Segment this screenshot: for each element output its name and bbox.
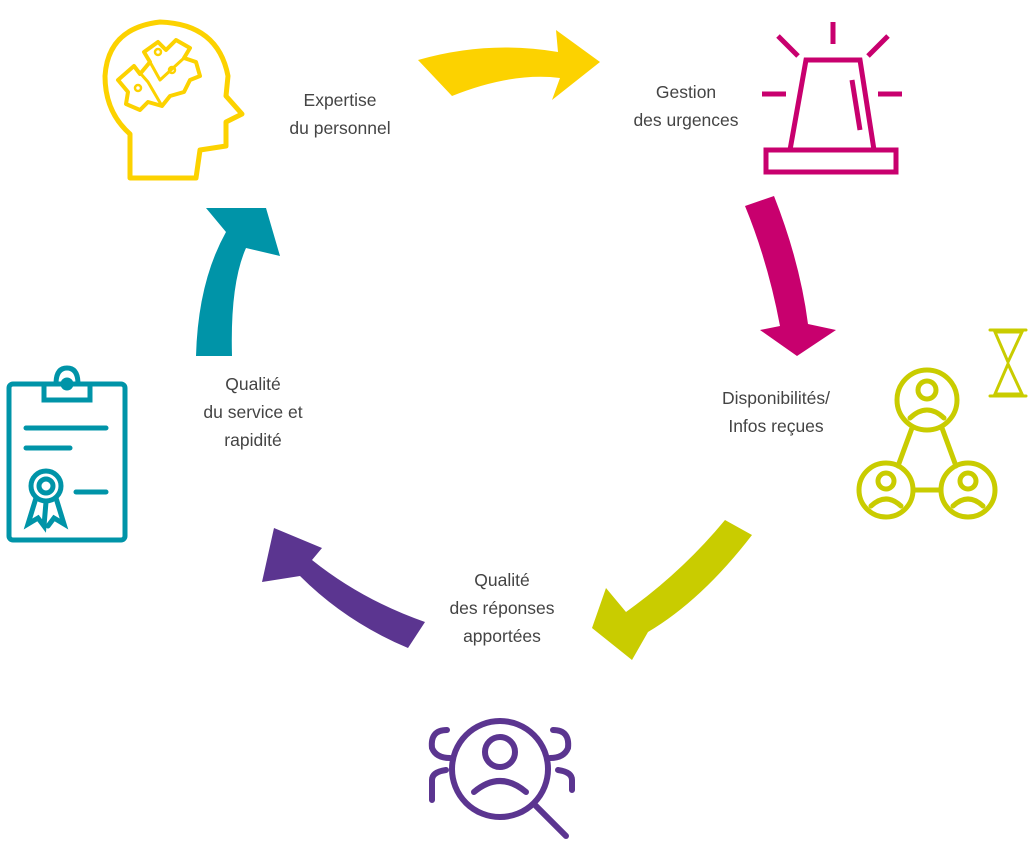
label-expertise-line-2: du personnel: [289, 118, 391, 138]
label-urgences-line-1: Gestion: [655, 82, 717, 102]
label-expertise: Expertise du personnel: [272, 86, 408, 142]
arrow-urgences-to-disponibilites: [745, 196, 836, 356]
label-service-line-2: du service et: [203, 402, 303, 422]
label-reponses: Qualité des réponses apportées: [432, 566, 572, 650]
clipboard-certificate-icon: [6, 365, 128, 543]
label-reponses-line-3: apportées: [463, 626, 541, 646]
label-expertise-line-1: Expertise: [303, 90, 377, 110]
arrow-expertise-to-urgences: [418, 30, 600, 100]
label-service: Qualité du service et rapidité: [178, 370, 328, 454]
arrow-service-to-expertise: [196, 208, 280, 356]
arrow-reponses-to-service: [262, 528, 425, 648]
alarm-light-icon: [762, 22, 902, 175]
label-disponibilites-line-2: Infos reçues: [728, 416, 824, 436]
arrow-disponibilites-to-reponses: [592, 520, 752, 660]
team-magnifier-icon: [428, 718, 575, 839]
label-urgences: Gestion des urgences: [618, 78, 754, 134]
label-disponibilites: Disponibilités/ Infos reçues: [696, 384, 856, 440]
label-disponibilites-line-1: Disponibilités/: [722, 388, 830, 408]
head-puzzle-icon: [102, 19, 245, 181]
label-service-line-3: rapidité: [224, 430, 282, 450]
people-network-hourglass-icon: [856, 328, 1028, 520]
label-urgences-line-2: des urgences: [633, 110, 739, 130]
label-reponses-line-2: des réponses: [449, 598, 555, 618]
label-reponses-line-1: Qualité: [474, 570, 530, 590]
label-service-line-1: Qualité: [225, 374, 281, 394]
